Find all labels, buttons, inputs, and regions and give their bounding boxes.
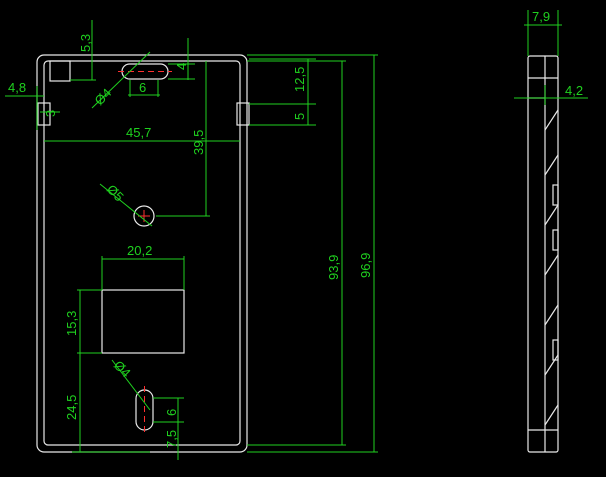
dim-dia-bottom-slot: Ø4 <box>111 358 134 381</box>
dim-4-slot: 4 <box>174 63 189 70</box>
side-view <box>527 55 559 453</box>
side-dimensions: 7,9 4,2 <box>514 9 588 105</box>
dim-4-2: 4,2 <box>565 83 583 98</box>
dim-6-bottom: 6 <box>164 409 179 416</box>
side-outer <box>527 55 559 453</box>
dim-24-5: 24,5 <box>64 395 79 420</box>
dim-3: 3 <box>43 110 58 117</box>
dim-5-tab: 5 <box>292 113 307 120</box>
left-tab <box>37 102 51 126</box>
dim-45-7: 45,7 <box>126 125 151 140</box>
front-dimensions: 5,3 4,8 3 Ø4 6 4 45,7 39,5 12,5 <box>5 20 378 460</box>
dim-12-5: 12,5 <box>292 67 307 92</box>
dim-6-top: 6 <box>139 80 146 95</box>
dim-96-9: 96,9 <box>358 253 373 278</box>
dim-7-5: 7,5 <box>164 430 179 448</box>
dim-93-9: 93,9 <box>326 255 341 280</box>
corner-notch <box>49 60 71 82</box>
dim-5-3: 5,3 <box>78 34 93 52</box>
dim-20-2: 20,2 <box>127 243 152 258</box>
dim-dia-hole: Ø5 <box>104 182 127 205</box>
rect-window <box>101 289 185 354</box>
plate-inner-outline <box>43 60 241 446</box>
dim-39-5: 39,5 <box>191 130 206 155</box>
side-hatching <box>544 109 559 426</box>
round-hole <box>133 205 155 227</box>
dim-7-9: 7,9 <box>532 9 550 24</box>
dim-4-8: 4,8 <box>8 80 26 95</box>
right-tab <box>236 102 250 126</box>
dim-15-3: 15,3 <box>64 311 79 336</box>
